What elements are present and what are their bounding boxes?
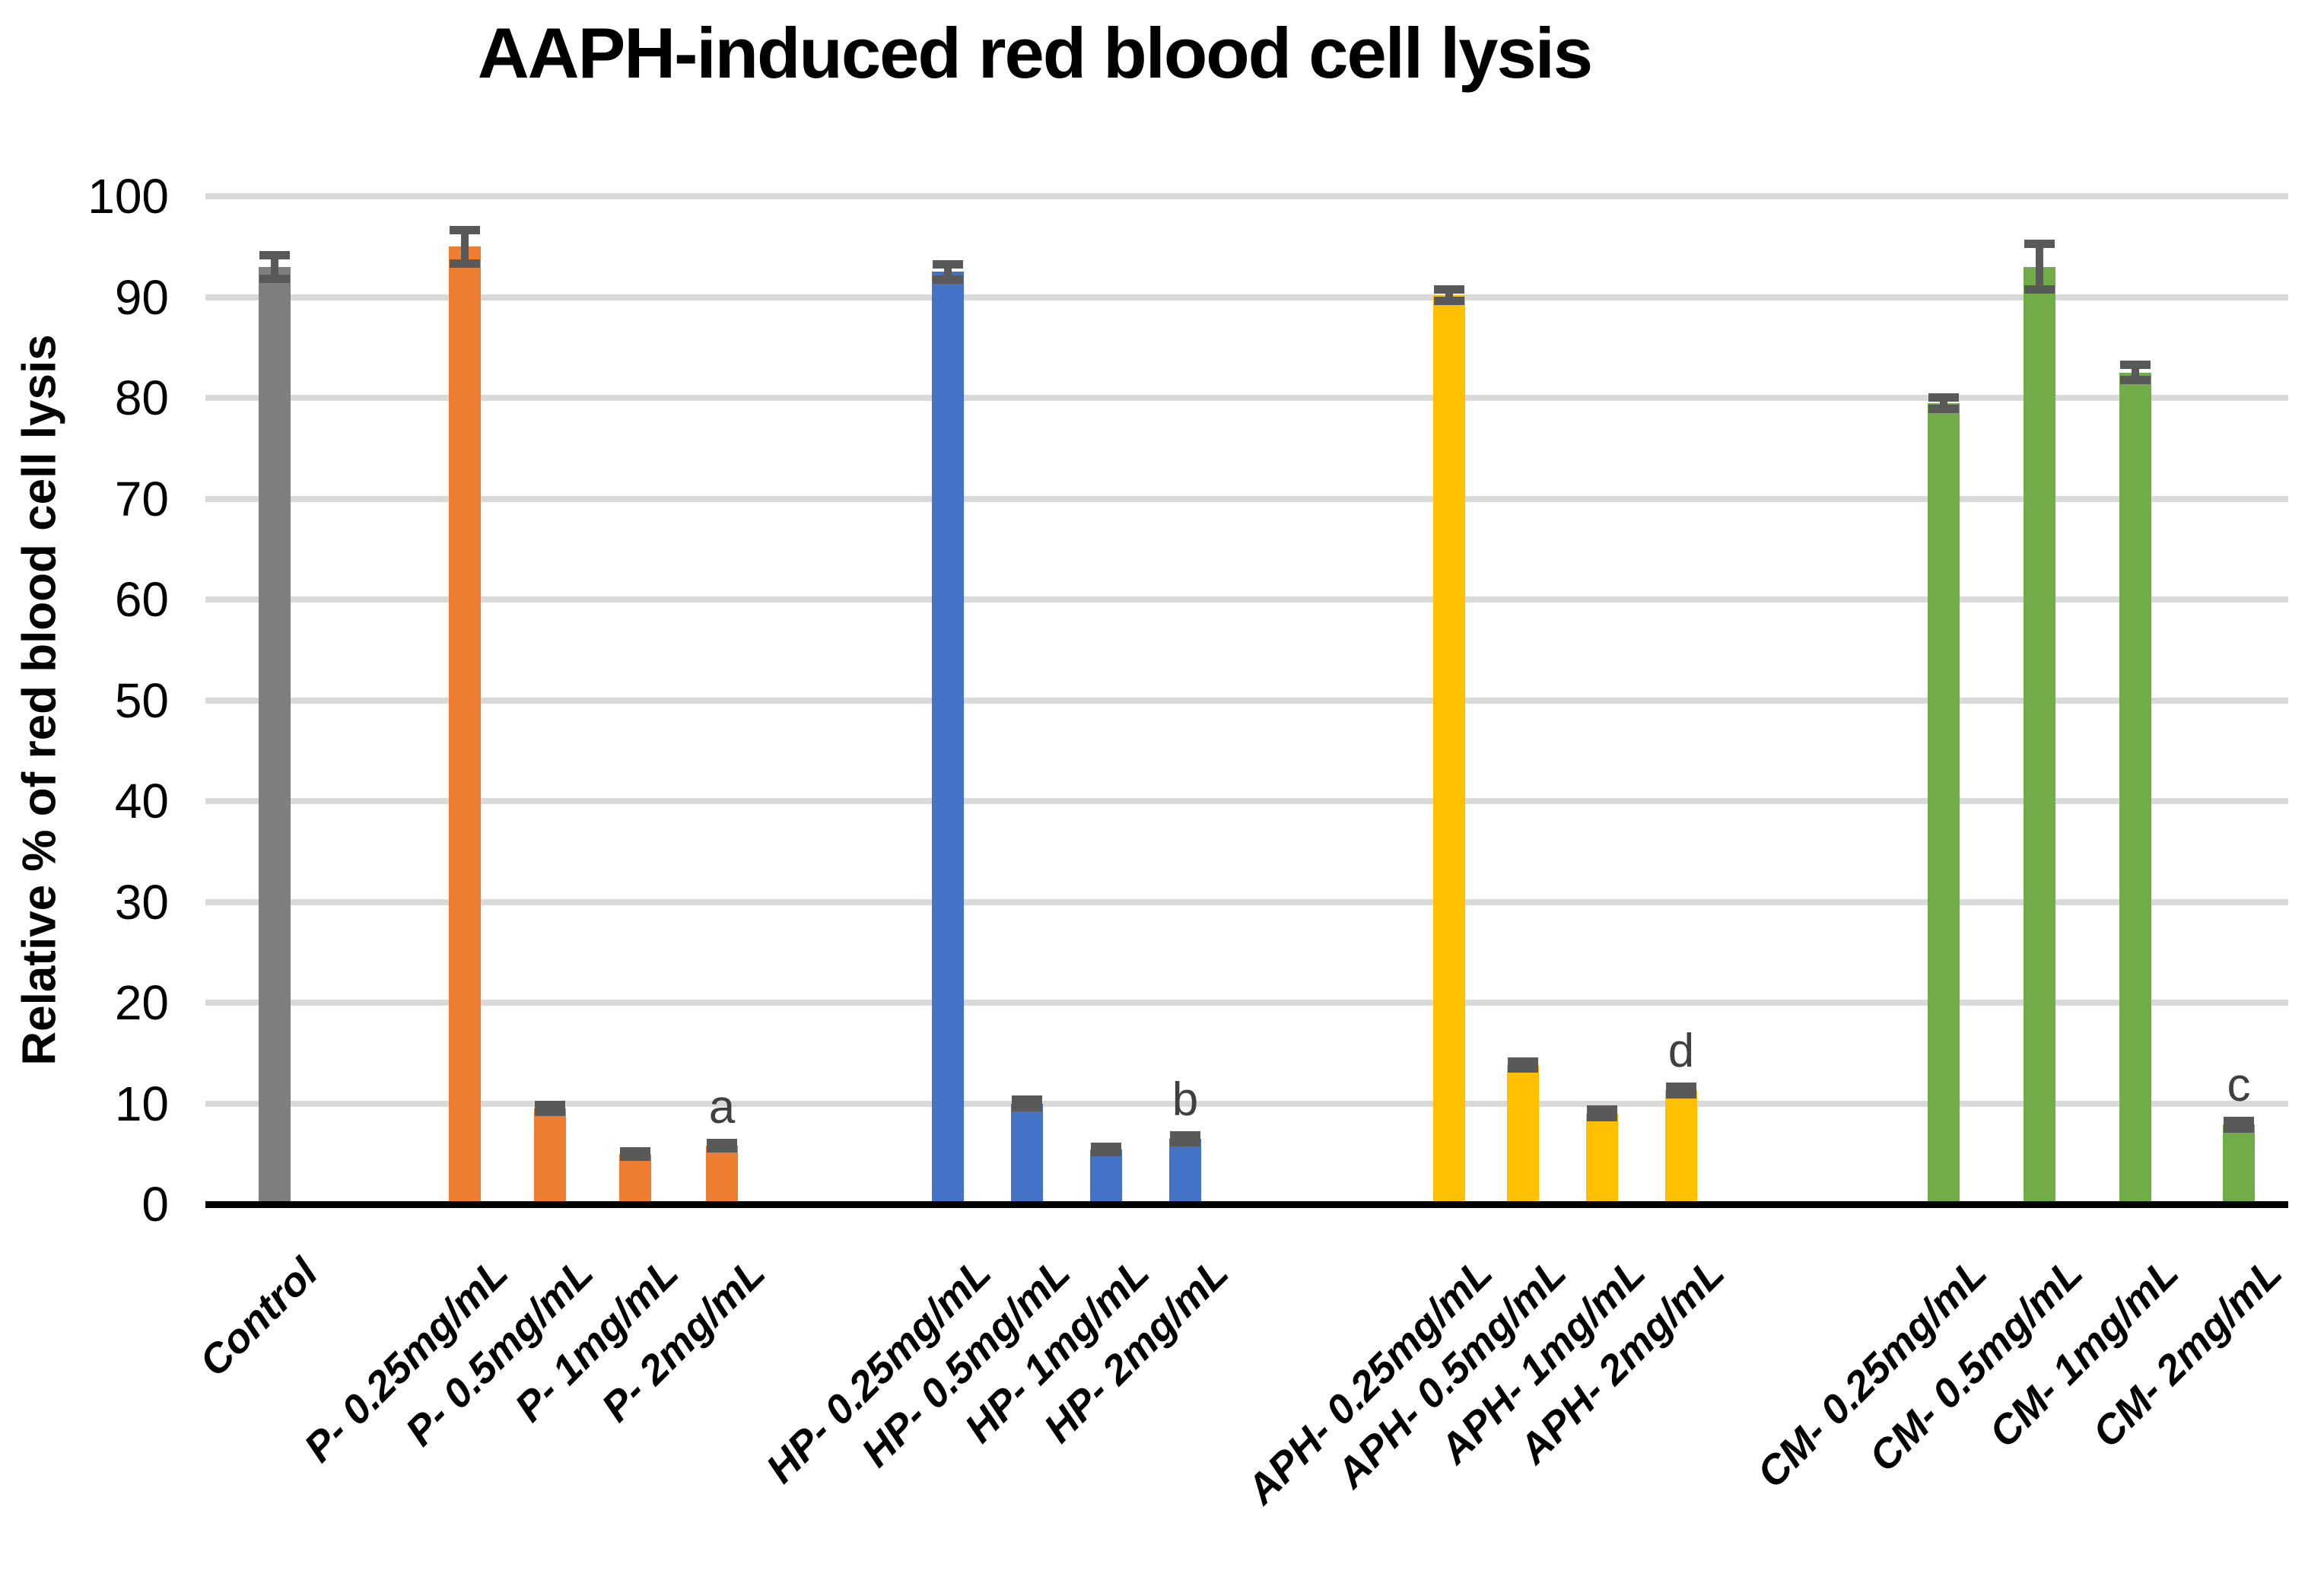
bar-CM- 2mg/mL xyxy=(2223,1124,2255,1204)
y-tick-label: 100 xyxy=(87,169,169,224)
y-tick-label: 0 xyxy=(141,1177,169,1232)
significance-letter-d: d xyxy=(1667,1024,1695,1077)
bar-P- 0.25mg/mL xyxy=(449,246,481,1204)
gridline-20 xyxy=(205,1000,2288,1006)
bar-HP- 1mg/mL xyxy=(1090,1149,1122,1204)
error-bar-cap-top xyxy=(707,1139,737,1148)
y-tick-label: 60 xyxy=(114,572,169,627)
bar-HP- 2mg/mL xyxy=(1169,1138,1201,1204)
error-bar-cap-bottom xyxy=(1012,1102,1042,1111)
y-tick-label: 20 xyxy=(114,975,169,1030)
error-bar-cap-top xyxy=(535,1100,565,1109)
error-bar-cap-top xyxy=(1587,1105,1617,1114)
gridline-90 xyxy=(205,294,2288,300)
gridline-30 xyxy=(205,898,2288,905)
x-axis-label: Control xyxy=(190,1249,327,1385)
bar-P- 0.5mg/mL xyxy=(534,1108,566,1204)
y-tick-label: 40 xyxy=(114,774,169,828)
bar-P- 1mg/mL xyxy=(619,1153,651,1204)
error-bar-cap-top xyxy=(1170,1130,1200,1140)
error-bar-cap-top xyxy=(2224,1117,2254,1126)
error-bar-cap-bottom xyxy=(2024,285,2055,294)
bar-APH- 2mg/mL xyxy=(1665,1090,1697,1204)
error-bar-cap-bottom xyxy=(535,1108,565,1117)
error-bar-cap-top xyxy=(1012,1095,1042,1105)
x-axis-line xyxy=(205,1201,2288,1208)
error-bar-cap-bottom xyxy=(2120,376,2151,385)
bar-APH- 1mg/mL xyxy=(1586,1113,1618,1204)
gridline-10 xyxy=(205,1100,2288,1107)
gridline-80 xyxy=(205,395,2288,401)
error-bar-cap-top xyxy=(1091,1143,1121,1152)
error-bar-cap-bottom xyxy=(450,259,480,268)
error-bar-cap-bottom xyxy=(2224,1124,2254,1133)
error-bar-cap-top xyxy=(1434,285,1464,294)
error-bar-cap-bottom xyxy=(1091,1148,1121,1157)
error-bar-line xyxy=(271,254,278,279)
gridline-40 xyxy=(205,798,2288,804)
bar-CM- 0.25mg/mL xyxy=(1928,402,1960,1204)
error-bar-line xyxy=(461,229,469,264)
error-bar-cap-bottom xyxy=(259,274,290,283)
error-bar-cap-bottom xyxy=(1508,1064,1538,1073)
error-bar-line xyxy=(2132,364,2139,381)
error-bar-line xyxy=(2036,243,2043,291)
bar-APH- 0.5mg/mL xyxy=(1507,1065,1539,1204)
y-tick-label: 30 xyxy=(114,874,169,930)
error-bar-cap-top xyxy=(450,225,480,234)
bar-Control xyxy=(259,266,291,1204)
significance-letter-c: c xyxy=(2227,1059,2251,1112)
y-tick-label: 10 xyxy=(114,1076,169,1131)
bar-APH- 0.25mg/mL xyxy=(1433,294,1465,1204)
error-bar-line xyxy=(1940,396,1947,409)
chart-title: AAPH-induced red blood cell lysis xyxy=(477,13,1593,93)
y-tick-label: 80 xyxy=(114,370,169,425)
error-bar-line xyxy=(944,263,952,280)
error-bar-cap-top xyxy=(1508,1057,1538,1066)
error-bar-cap-bottom xyxy=(620,1152,650,1161)
gridline-100 xyxy=(205,193,2288,199)
bar-P- 2mg/mL xyxy=(706,1146,738,1204)
error-bar-cap-top xyxy=(2024,240,2055,249)
significance-letter-b: b xyxy=(1172,1073,1199,1126)
error-bar-cap-bottom xyxy=(1666,1089,1696,1098)
bar-HP- 0.5mg/mL xyxy=(1011,1103,1043,1204)
error-bar-cap-top xyxy=(1666,1082,1696,1091)
error-bar-cap-bottom xyxy=(1170,1138,1200,1147)
bar-HP- 0.25mg/mL xyxy=(932,272,964,1204)
error-bar-cap-bottom xyxy=(1434,296,1464,305)
y-tick-label: 50 xyxy=(114,672,169,728)
error-bar-cap-top xyxy=(1928,393,1959,402)
gridline-60 xyxy=(205,596,2288,603)
error-bar-cap-bottom xyxy=(707,1144,737,1153)
y-tick-label: 70 xyxy=(114,471,169,526)
error-bar-cap-bottom xyxy=(1928,404,1959,413)
bar-CM- 1mg/mL xyxy=(2119,372,2151,1204)
error-bar-cap-top xyxy=(933,259,963,269)
significance-letter-a: a xyxy=(708,1081,736,1134)
gridline-70 xyxy=(205,495,2288,502)
error-bar-cap-top xyxy=(620,1146,650,1156)
error-bar-cap-bottom xyxy=(933,275,963,284)
error-bar-line xyxy=(1445,288,1453,301)
bar-CM- 0.5mg/mL xyxy=(2024,266,2055,1204)
gridline-50 xyxy=(205,697,2288,704)
error-bar-cap-top xyxy=(2120,361,2151,370)
y-tick-label: 90 xyxy=(114,269,169,325)
error-bar-cap-top xyxy=(259,250,290,259)
error-bar-cap-bottom xyxy=(1587,1113,1617,1122)
